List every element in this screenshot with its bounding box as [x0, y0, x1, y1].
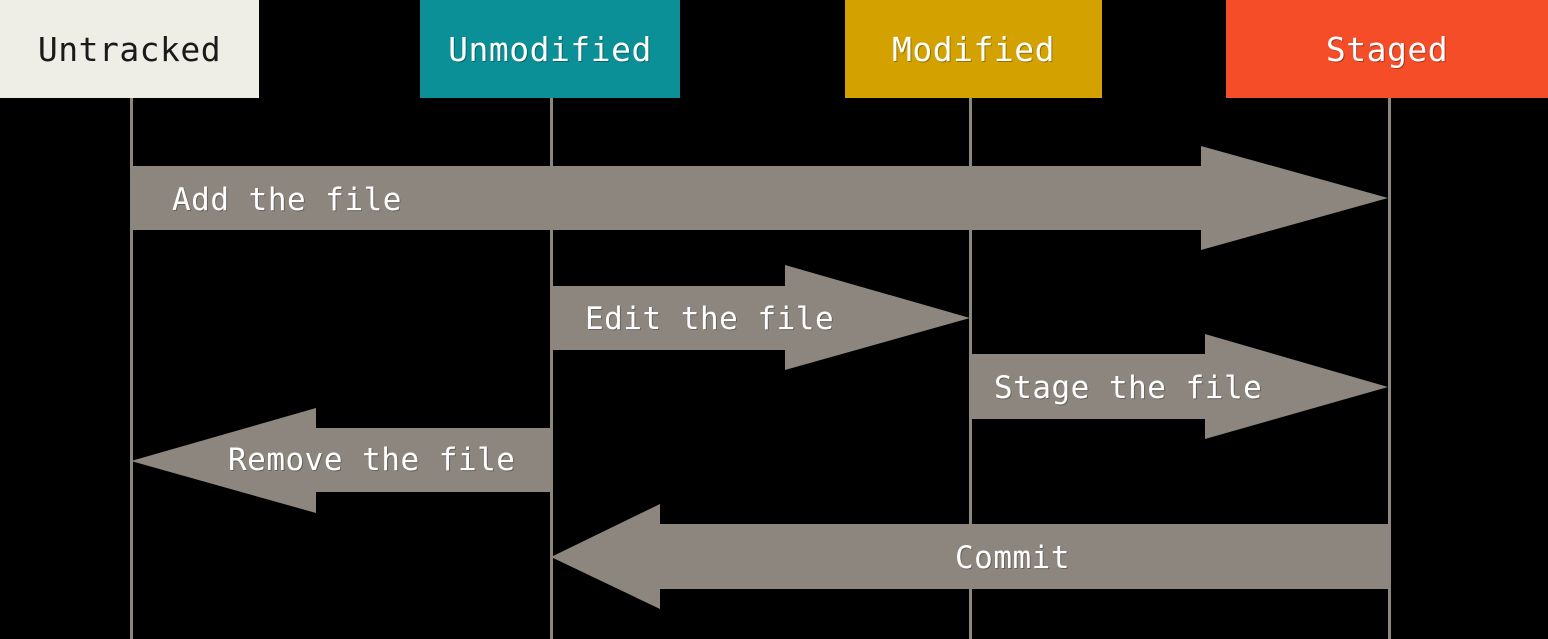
state-box-staged[interactable]: Staged: [1226, 0, 1548, 98]
arrow-stage-the-file: [970, 334, 1388, 439]
lane-line-unmodified: [550, 98, 553, 639]
arrow-remove-the-file: [131, 408, 551, 513]
arrow-label-commit: Commit: [955, 540, 1070, 576]
state-label-untracked: Untracked: [37, 29, 222, 69]
arrow-add-the-file: [131, 146, 1388, 250]
state-label-staged: Staged: [1325, 29, 1449, 69]
arrow-label-stage-the-file: Stage the file: [994, 370, 1263, 406]
lane-line-untracked: [130, 98, 133, 639]
state-box-unmodified[interactable]: Unmodified: [420, 0, 680, 98]
arrow-edit-the-file: [551, 265, 970, 370]
lane-line-staged: [1388, 98, 1391, 639]
state-box-untracked[interactable]: Untracked: [0, 0, 259, 98]
state-label-modified: Modified: [892, 29, 1055, 69]
state-label-unmodified: Unmodified: [448, 29, 652, 69]
state-box-modified[interactable]: Modified: [845, 0, 1102, 98]
arrow-commit: [551, 504, 1388, 609]
arrow-label-add-the-file: Add the file: [172, 182, 402, 218]
arrow-label-edit-the-file: Edit the file: [585, 301, 835, 337]
arrow-label-remove-the-file: Remove the file: [228, 442, 516, 478]
